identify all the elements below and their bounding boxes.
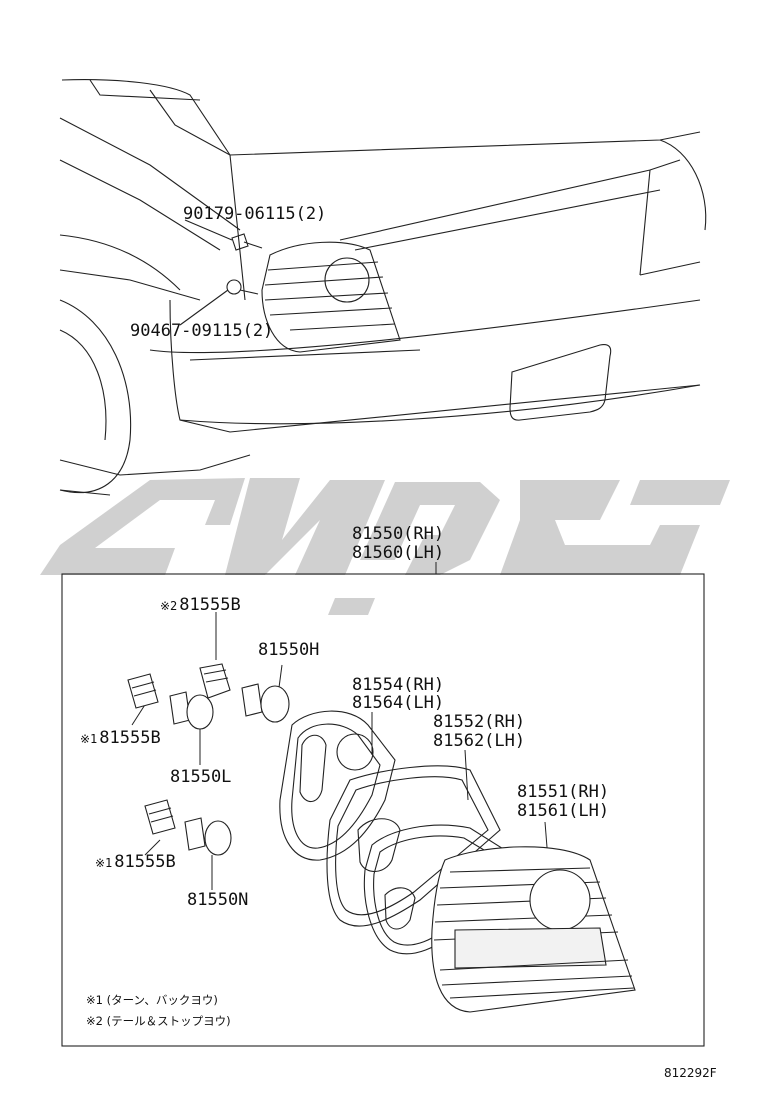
exploded-view-frame: [61, 573, 705, 1047]
text-socket-top: 81555B: [179, 595, 241, 615]
lens: [431, 846, 636, 1013]
mark-socket-top: ※2: [160, 599, 178, 613]
bulb-l: [169, 691, 214, 730]
label-gasket-rh: 81554(RH): [352, 675, 445, 695]
label-gasket-lh: 81564(LH): [352, 693, 445, 713]
label-assy-rh: 81550(RH): [352, 524, 445, 544]
socket-low: [144, 799, 176, 835]
watermark-logo: [40, 478, 730, 615]
label-housing-rh: 81552(RH): [433, 712, 526, 732]
socket-mid: [127, 673, 159, 709]
label-bulb-l: 81550L: [170, 767, 232, 787]
label-bulb-n: 81550N: [187, 890, 249, 910]
label-bolt-lower: 90467-09115(2): [130, 321, 274, 341]
bulb-n: [184, 817, 232, 856]
mark-socket-low: ※1: [95, 856, 113, 870]
footnote-1: ※1 (ターン、バックヨウ): [86, 993, 218, 1007]
footnote-2: ※2 (テール＆ストップヨウ): [86, 1014, 231, 1028]
mark-socket-mid: ※1: [80, 732, 98, 746]
gasket: [279, 710, 396, 861]
socket-top: [199, 663, 231, 699]
label-bulb-h: 81550H: [258, 640, 320, 660]
diagram-code: 812292F: [664, 1066, 717, 1080]
vehicle-rear-view: [59, 79, 707, 496]
label-housing-lh: 81562(LH): [433, 731, 526, 751]
text-socket-mid: 81555B: [99, 728, 161, 748]
label-lens-lh: 81561(LH): [517, 801, 610, 821]
label-lens-rh: 81551(RH): [517, 782, 610, 802]
label-assy-lh: 81560(LH): [352, 543, 445, 563]
text-socket-low: 81555B: [114, 852, 176, 872]
label-bolt-upper: 90179-06115(2): [183, 204, 327, 224]
bulb-h: [241, 683, 290, 723]
